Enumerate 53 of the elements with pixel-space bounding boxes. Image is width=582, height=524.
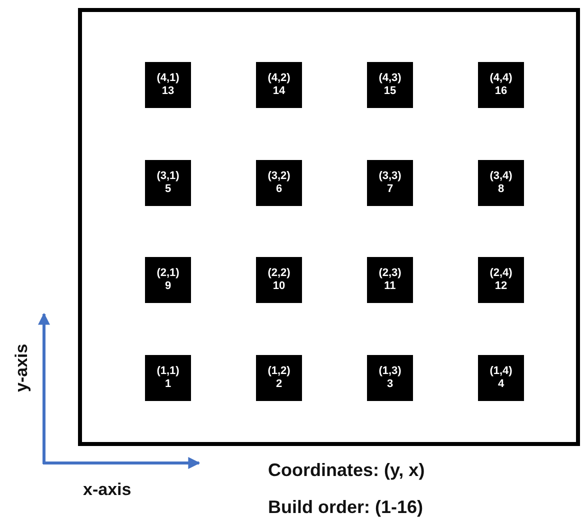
grid-cell-box bbox=[145, 354, 191, 400]
build-order-number: 15 bbox=[384, 85, 396, 98]
build-order-number: 12 bbox=[494, 280, 508, 293]
grid-cell-box bbox=[145, 160, 191, 206]
coordinate-label: (2,4) bbox=[490, 267, 512, 280]
build-order-number: 3 bbox=[386, 378, 394, 390]
coordinate-label: (1,3) bbox=[378, 364, 402, 378]
coordinate-label: (3,1) bbox=[156, 170, 180, 182]
grid-cell-box bbox=[256, 160, 302, 206]
grid-cell-box bbox=[367, 354, 413, 400]
build-plate-frame bbox=[78, 8, 580, 446]
coordinate-label: (2,3) bbox=[378, 267, 402, 280]
grid-cell-box bbox=[145, 257, 191, 303]
legend-note: Coordinates: (y, x) bbox=[268, 460, 425, 481]
coordinate-label: (3,4) bbox=[490, 170, 512, 182]
grid-cell-box bbox=[478, 160, 524, 206]
grid-cell-box bbox=[478, 257, 524, 303]
grid-cell-box bbox=[478, 354, 524, 400]
build-order-number: 7 bbox=[386, 182, 394, 196]
coordinate-label: (3,3) bbox=[378, 170, 402, 182]
coordinate-label: (4,4) bbox=[490, 72, 512, 85]
grid-cell-box bbox=[256, 62, 302, 108]
build-order-number: 2 bbox=[276, 378, 282, 390]
grid-cell-box bbox=[367, 160, 413, 206]
build-order-number: 10 bbox=[272, 280, 286, 293]
coordinate-label: (4,3) bbox=[378, 72, 402, 85]
grid-cell-box bbox=[478, 62, 524, 108]
coordinate-label: (1,4) bbox=[490, 364, 512, 378]
build-order-number: 13 bbox=[162, 85, 174, 98]
grid-cell-box bbox=[367, 257, 413, 303]
build-order-number: 16 bbox=[494, 85, 508, 98]
build-order-number: 14 bbox=[272, 85, 286, 98]
build-order-number: 5 bbox=[164, 182, 172, 196]
build-order-number: 8 bbox=[498, 182, 504, 196]
legend-note: Build order: (1-16) bbox=[268, 497, 424, 518]
coordinate-label: (2,2) bbox=[268, 267, 290, 280]
axis-label: y-axis bbox=[12, 344, 32, 392]
coordinate-label: (1,1) bbox=[156, 364, 180, 378]
coordinate-label: (3,2) bbox=[268, 170, 290, 182]
build-order-number: 11 bbox=[384, 280, 396, 293]
grid-cell-box bbox=[256, 354, 302, 400]
grid-cell-box bbox=[145, 62, 191, 108]
build-order-number: 9 bbox=[164, 280, 172, 293]
coordinate-label: (2,1) bbox=[156, 267, 180, 280]
build-order-number: 1 bbox=[164, 378, 172, 390]
coordinate-label: (4,2) bbox=[268, 72, 290, 85]
grid-cell-box bbox=[256, 257, 302, 303]
grid-cell-box bbox=[367, 62, 413, 108]
axis-label: x-axis bbox=[83, 480, 132, 500]
coordinate-label: (4,1) bbox=[156, 72, 180, 85]
build-order-number: 4 bbox=[498, 378, 504, 390]
build-order-number: 6 bbox=[276, 182, 282, 196]
coordinate-label: (1,2) bbox=[268, 364, 290, 378]
